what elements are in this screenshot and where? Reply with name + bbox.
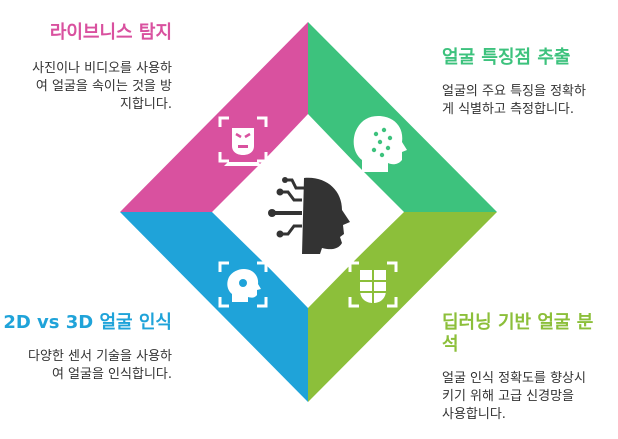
desc-line: 여 얼굴을 인식합니다.	[51, 367, 172, 382]
desc-line: 다양한 센서 기술을 사용하	[28, 349, 172, 364]
quadrant-liveness	[120, 22, 308, 212]
section-title: 2D vs 3D 얼굴 인식	[3, 312, 172, 333]
section-feature: 얼굴 특징점 추출 얼굴의 주요 특징을 정확하 게 식별하고 측정합니다.	[442, 47, 614, 119]
desc-line: 여 얼굴을 속이는 것을 방	[35, 79, 172, 94]
desc-line: 사진이나 비디오를 사용하	[32, 61, 172, 76]
quadrant-deeplearning	[308, 212, 497, 402]
section-title: 라이브니스 탐지	[49, 22, 172, 43]
desc-line: 사용합니다.	[442, 407, 506, 422]
spoof-face-scan-icon	[218, 116, 268, 166]
section-recognition: 2D vs 3D 얼굴 인식 다양한 센서 기술을 사용하 여 얼굴을 인식합니…	[0, 312, 172, 384]
section-title: 얼굴 특징점 추출	[442, 47, 571, 68]
section-title: 딥러닝 기반 얼굴 분 석	[442, 312, 614, 356]
section-desc: 얼굴의 주요 특징을 정확하 게 식별하고 측정합니다.	[442, 83, 614, 119]
desc-line: 키기 위해 고급 신경망을	[442, 389, 574, 404]
ai-head-circuit-icon	[268, 177, 350, 254]
section-deeplearning: 딥러닝 기반 얼굴 분 석 얼굴 인식 정확도를 향상시 키기 위해 고급 신경…	[442, 312, 614, 424]
section-desc: 사진이나 비디오를 사용하 여 얼굴을 속이는 것을 방 지합니다.	[0, 60, 172, 114]
desc-line: 얼굴 인식 정확도를 향상시	[442, 371, 586, 386]
title-line: 딥러닝 기반 얼굴 분	[442, 312, 594, 333]
desc-line: 게 식별하고 측정합니다.	[442, 102, 574, 117]
desc-line: 얼굴의 주요 특징을 정확하	[442, 84, 586, 99]
desc-line: 지합니다.	[120, 97, 172, 112]
face-grid-scan-icon	[348, 261, 398, 308]
profile-face-scan-icon	[218, 261, 268, 308]
face-landmark-dots-icon	[353, 116, 407, 172]
section-desc: 다양한 센서 기술을 사용하 여 얼굴을 인식합니다.	[0, 348, 172, 384]
section-desc: 얼굴 인식 정확도를 향상시 키기 위해 고급 신경망을 사용합니다.	[442, 370, 614, 424]
title-line: 석	[442, 334, 459, 355]
section-liveness: 라이브니스 탐지 사진이나 비디오를 사용하 여 얼굴을 속이는 것을 방 지합…	[0, 22, 172, 114]
quadrant-feature	[308, 22, 497, 212]
